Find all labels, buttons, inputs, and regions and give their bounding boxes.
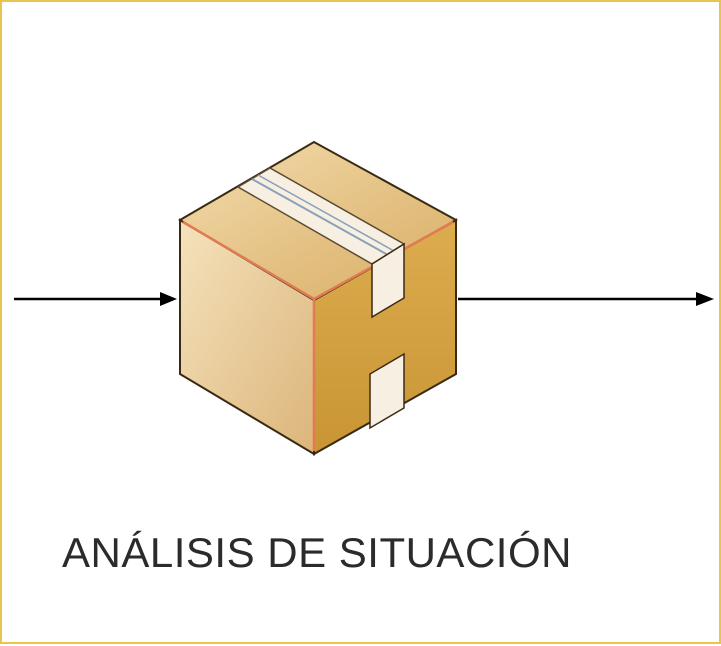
outgoing-arrow [458, 292, 714, 306]
box-tape-right-upper [371, 242, 405, 319]
incoming-arrow [14, 292, 177, 306]
cardboard-box-icon [178, 140, 459, 456]
node-label: ANÁLISIS DE SITUACIÓN [62, 529, 572, 576]
box-tape-right-lower [369, 352, 405, 430]
